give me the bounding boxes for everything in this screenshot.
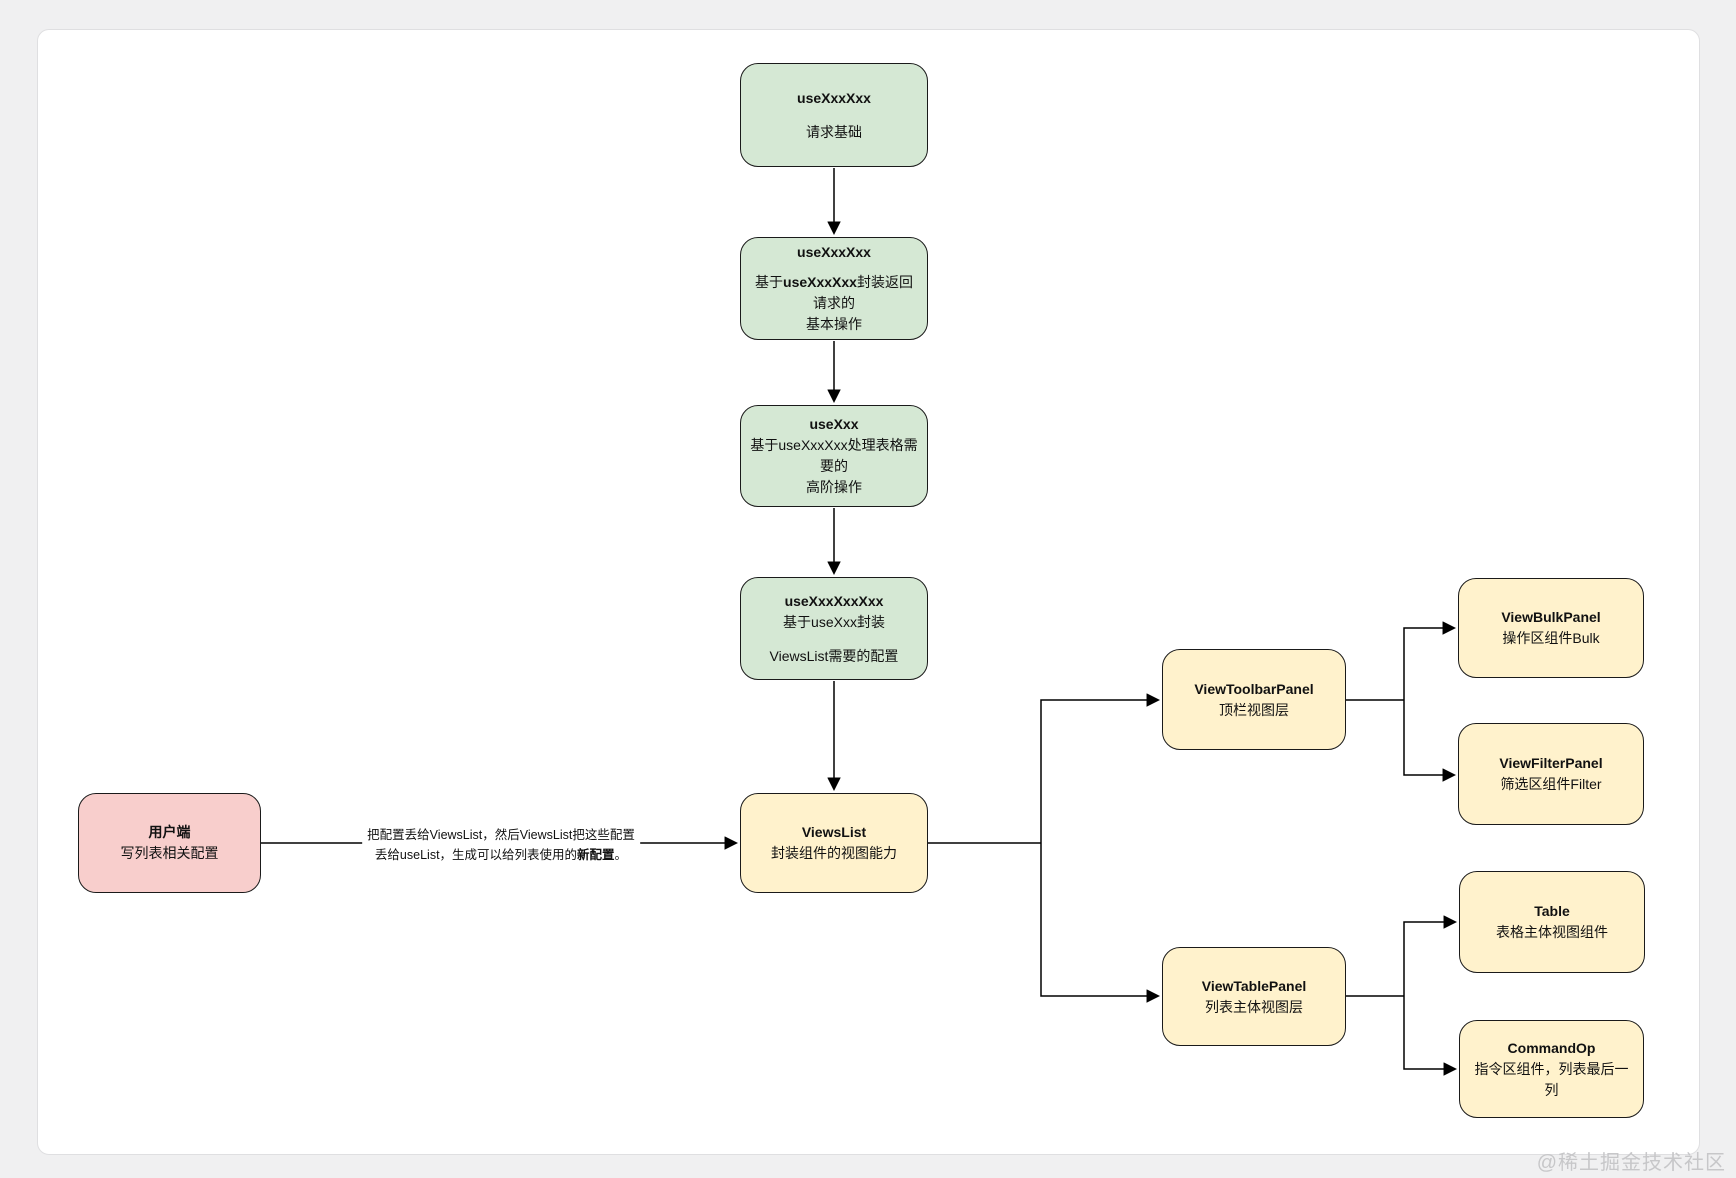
- node-command-op: CommandOp 指令区组件，列表最后一列: [1459, 1020, 1644, 1118]
- node-title: ViewsList: [801, 824, 867, 840]
- node-body-line: 表格主体视图组件: [1496, 924, 1608, 940]
- node-title: ViewBulkPanel: [1501, 609, 1601, 625]
- node-title: ViewToolbarPanel: [1194, 680, 1314, 697]
- node-body-line: 写列表相关配置: [120, 845, 219, 861]
- node-title: ViewFilterPanel: [1499, 755, 1603, 771]
- node-body-line: 高阶操作: [806, 479, 862, 495]
- edge-label-line: 丢给useList，生成可以给列表使用的新配置。: [367, 845, 635, 865]
- text-segment: 丢给useList，生成可以给列表使用的: [374, 848, 578, 862]
- node-table: Table 表格主体视图组件: [1459, 871, 1645, 973]
- node-use-higher-ops: useXxx 基于useXxxXxx处理表格需要的 高阶操作: [740, 405, 928, 507]
- node-body-line: 指令区组件，列表最后一列: [1474, 1060, 1629, 1098]
- node-use-basic-ops: useXxxXxx 基于useXxxXxx封装返回请求的 基本操作: [740, 237, 928, 340]
- node-title: Table: [1534, 903, 1570, 919]
- text-segment: 基于: [755, 274, 784, 290]
- node-body-line: ViewsList需要的配置: [769, 647, 899, 664]
- node-view-filter-panel: ViewFilterPanel 筛选区组件Filter: [1458, 723, 1644, 825]
- text-segment-bold: 新配置: [577, 848, 615, 862]
- node-body-line: 操作区组件Bulk: [1502, 630, 1600, 646]
- node-use-views-config: useXxxXxxXxx 基于useXxx封装 ViewsList需要的配置: [740, 577, 928, 680]
- node-title: ViewTablePanel: [1201, 977, 1307, 994]
- text-segment: 封装返回请求的: [813, 274, 913, 311]
- text-segment-bold: useXxxXxx: [783, 274, 857, 290]
- node-body-line: 顶栏视图层: [1219, 701, 1289, 718]
- node-view-bulk-panel: ViewBulkPanel 操作区组件Bulk: [1458, 578, 1644, 678]
- node-body-line: 列表主体视图层: [1205, 998, 1303, 1015]
- edge-label-config-flow: 把配置丢给ViewsList，然后ViewsList把这些配置 丢给useLis…: [362, 824, 640, 866]
- node-title: 用户端: [148, 824, 191, 840]
- node-title: useXxx: [809, 416, 859, 432]
- node-use-request-base: useXxxXxx 请求基础: [740, 63, 928, 167]
- node-body-line: 封装组件的视图能力: [771, 845, 897, 861]
- node-body-line: 基于useXxx封装: [783, 613, 885, 630]
- node-client: 用户端 写列表相关配置: [78, 793, 261, 893]
- node-title: useXxxXxxXxx: [784, 592, 884, 609]
- node-body-line: 基于useXxxXxx处理表格需要的: [750, 437, 918, 474]
- edge-label-line: 把配置丢给ViewsList，然后ViewsList把这些配置: [367, 828, 635, 842]
- node-body-line: 基于useXxxXxx封装返回请求的: [749, 272, 919, 314]
- node-title: useXxxXxx: [797, 244, 871, 260]
- node-views-list: ViewsList 封装组件的视图能力: [740, 793, 928, 893]
- node-body-line: 请求基础: [806, 123, 862, 140]
- node-title: CommandOp: [1507, 1039, 1596, 1056]
- node-title: useXxxXxx: [797, 89, 871, 106]
- juejin-watermark: @稀土掘金技术社区: [1536, 1152, 1726, 1174]
- text-segment: 。: [614, 848, 628, 862]
- node-view-table-panel: ViewTablePanel 列表主体视图层: [1162, 947, 1346, 1046]
- node-body-line: 筛选区组件Filter: [1500, 776, 1602, 792]
- node-view-toolbar-panel: ViewToolbarPanel 顶栏视图层: [1162, 649, 1346, 750]
- node-body-line: 基本操作: [806, 316, 862, 332]
